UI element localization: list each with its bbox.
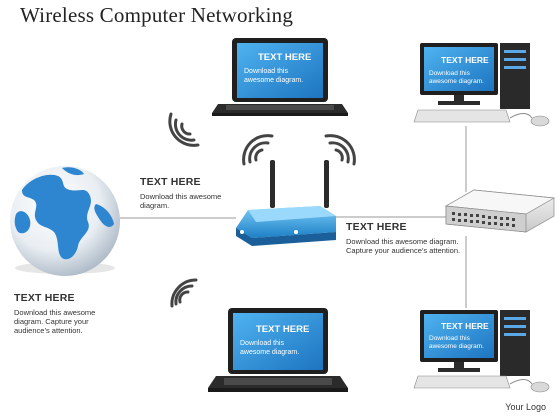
desktop-bottom-body-line: awesome diagram. — [429, 342, 484, 350]
globe-icon — [10, 166, 120, 276]
desktop-bottom-body: Download this awesome diagram. — [429, 335, 484, 350]
switch-text-block: TEXT HERE Download this awesome diagram.… — [346, 221, 460, 255]
diagram-title: Wireless Computer Networking — [20, 3, 294, 27]
globe-text-line: Download this awesome — [14, 308, 96, 317]
wifi-signal-icon — [324, 134, 356, 166]
laptop-top-body-line: awesome diagram. — [244, 76, 304, 84]
wifi-signal-icon — [170, 278, 198, 308]
router-text-line: Download this awesome — [140, 192, 222, 201]
globe-text-line: diagram. Capture your — [14, 317, 89, 326]
desktop-top-body: Download this awesome diagram. — [429, 70, 484, 85]
globe-text-body: Download this awesome diagram. Capture y… — [14, 308, 95, 335]
desktop-top-icon — [413, 43, 550, 127]
router-text-block: TEXT HERE Download this awesome diagram. — [140, 176, 221, 210]
switch-text-body: Download this awesome diagram. Capture y… — [346, 237, 460, 255]
desktop-bottom-body-line: Download this — [429, 335, 470, 342]
logo-text: Your Logo — [505, 402, 546, 412]
laptop-top-body: Download this awesome diagram. — [244, 68, 303, 85]
laptop-bottom-icon — [208, 308, 348, 392]
router-icon — [236, 160, 336, 246]
globe-text-block: TEXT HERE Download this awesome diagram.… — [14, 292, 95, 335]
laptop-top-body-line: Download this — [244, 68, 288, 75]
laptop-bottom-body-line: awesome diagram. — [240, 348, 300, 356]
desktop-top-body-line: Download this — [429, 70, 470, 77]
network-switch-icon — [444, 189, 556, 233]
laptop-bottom-body: Download this awesome diagram. — [240, 340, 299, 357]
globe-text-line: audience’s attention. — [14, 326, 83, 335]
router-text-body: Download this awesome diagram. — [140, 192, 221, 210]
laptop-top-heading: TEXT HERE — [258, 52, 312, 63]
laptop-bottom-heading: TEXT HERE — [256, 324, 310, 335]
globe-text-heading: TEXT HERE — [14, 292, 75, 304]
desktop-top-body-line: awesome diagram. — [429, 77, 484, 85]
desktop-top-heading: TEXT HERE — [441, 55, 489, 65]
laptop-bottom-body-line: Download this — [240, 340, 284, 347]
wifi-signal-icon — [242, 134, 274, 166]
switch-text-line: Download this awesome diagram. — [346, 237, 459, 246]
desktop-bottom-heading: TEXT HERE — [441, 321, 489, 331]
switch-text-line: Capture your audience’s attention. — [346, 246, 461, 255]
desktop-bottom-icon — [413, 310, 550, 393]
connection-lines — [120, 126, 467, 308]
router-text-line: diagram. — [140, 201, 170, 210]
wifi-signal-icon — [168, 112, 200, 147]
switch-text-heading: TEXT HERE — [346, 221, 407, 233]
router-text-heading: TEXT HERE — [140, 176, 201, 188]
laptop-top-icon — [212, 38, 348, 116]
